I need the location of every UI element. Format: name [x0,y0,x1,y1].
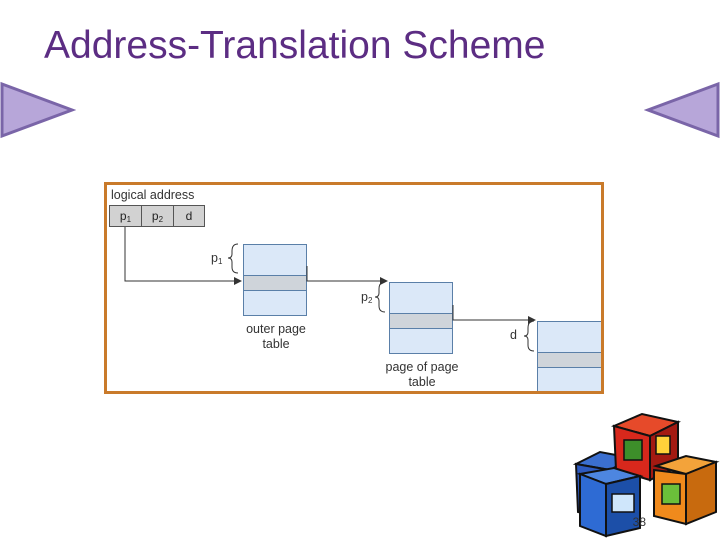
logical-address-label: logical address [111,188,195,202]
field-p1: p1 [109,205,142,227]
toy-blocks-clipart-icon [572,412,720,538]
page-of-page-table-label: page of page table [385,360,459,389]
slide-title: Address-Translation Scheme [44,24,546,67]
arrow-p1 [124,227,242,285]
brace-d [523,320,535,352]
diagram-connectors [124,227,536,352]
arrow-page-to-memory [452,305,536,324]
outer-page-table-label: outer page table [246,322,306,351]
field-p2: p2 [141,205,174,227]
next-slide-arrow-icon[interactable] [644,80,720,140]
slide-page-number: 38 [632,515,646,529]
address-translation-diagram: logical address p1 p2 d p1 p2 d outer pa… [104,182,604,394]
arrow-outer-to-page [306,266,388,285]
outer-page-table [243,244,307,316]
brace-p2 [374,281,386,313]
brace-p1 [227,243,239,274]
brace-label-p2: p2 [361,290,373,305]
brace-label-p1: p1 [211,251,223,266]
memory-page [537,321,601,391]
page-of-page-table [389,282,453,354]
brace-label-d: d [510,328,517,342]
field-d: d [173,205,205,227]
previous-slide-arrow-icon[interactable] [0,80,76,140]
